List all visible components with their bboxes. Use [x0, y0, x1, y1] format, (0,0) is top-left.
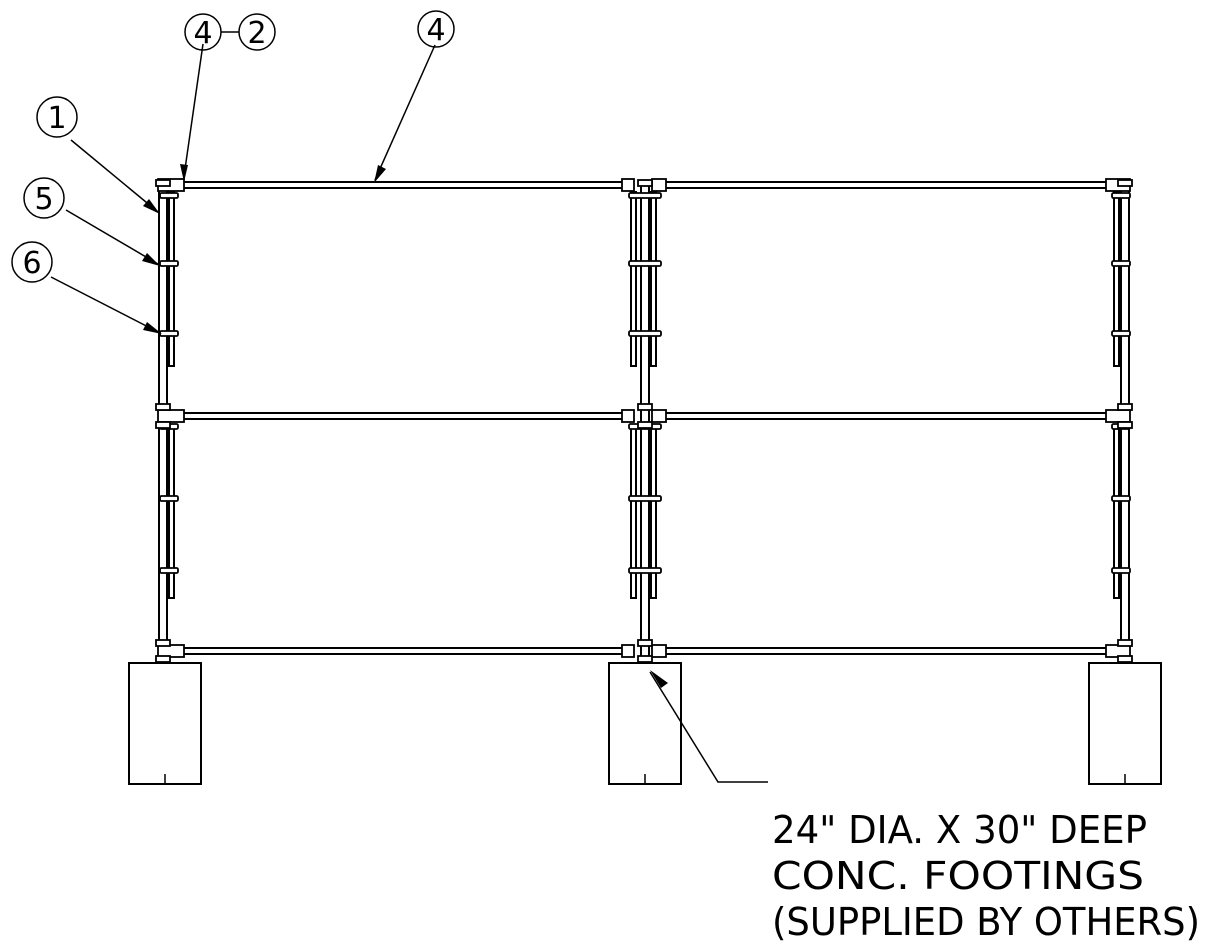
post-collar: [637, 179, 653, 187]
rail-top-right: [657, 181, 1118, 189]
bar-clamp: [1111, 260, 1131, 267]
rail-fitting: [651, 178, 667, 192]
arrowhead: [180, 164, 188, 182]
rail-fitting: [621, 644, 635, 658]
note-line-2: CONC. FOOTINGS: [772, 854, 1144, 898]
bar-clamp: [628, 330, 662, 337]
bar-clamp: [159, 495, 179, 502]
bar-clamp: [628, 192, 662, 199]
rail-fitting: [621, 409, 635, 423]
balloon-6-label: 6: [22, 246, 41, 281]
bar-clamp: [1111, 567, 1131, 574]
rail-bottom-left: [171, 647, 632, 655]
leaders: [50, 43, 768, 783]
bar-clamp: [1111, 330, 1131, 337]
rail-fitting: [651, 644, 667, 658]
bar-clamp: [159, 330, 179, 337]
balloon-1-label: 1: [47, 101, 66, 136]
balloon-4-left-label: 4: [193, 16, 212, 51]
post-collar: [1117, 179, 1133, 187]
balloon-4-top-rail-label: 4: [426, 13, 445, 48]
footing-left: [128, 662, 202, 785]
bar-clamp: [628, 567, 662, 574]
post-collar: [155, 639, 171, 647]
footings: [128, 662, 1162, 785]
arrowhead: [650, 670, 668, 688]
balloon-4-top-rail: 4: [417, 10, 455, 48]
post-collar: [155, 421, 171, 429]
footing-right: [1088, 662, 1162, 785]
rail-fitting: [651, 409, 667, 423]
balloons: 4 2 4 1 5 6: [11, 10, 455, 283]
balloon-6: 6: [11, 241, 53, 283]
post-collar: [1117, 655, 1133, 663]
note-line-1: 24" DIA. X 30" DEEP: [772, 808, 1147, 852]
infill-bar: [630, 191, 637, 367]
rail-top-left: [171, 181, 632, 189]
post-collar: [637, 403, 653, 411]
rail-bottom-right: [657, 647, 1118, 655]
rail-fitting: [621, 178, 635, 192]
infill-bar: [168, 191, 175, 367]
balloon-4-left: 4: [184, 13, 222, 51]
post-collar: [637, 421, 653, 429]
bar-clamp: [1111, 495, 1131, 502]
bar-clamp: [1111, 192, 1131, 199]
bar-clamp: [159, 567, 179, 574]
post-collar: [155, 179, 171, 187]
note-line-3: (SUPPLIED BY OTHERS): [772, 900, 1200, 944]
arrowhead: [143, 199, 160, 214]
bar-clamp: [628, 495, 662, 502]
arrowhead: [142, 253, 160, 266]
rail-fitting: [157, 409, 185, 423]
infill-bar: [1113, 191, 1120, 367]
post-collar: [1117, 403, 1133, 411]
balloon-5-label: 5: [34, 182, 53, 217]
balloon-2-label: 2: [247, 16, 266, 51]
post-collar: [155, 655, 171, 663]
post-collar: [637, 639, 653, 647]
post-collar: [1117, 421, 1133, 429]
post-collar: [1117, 639, 1133, 647]
rail-mid-right: [657, 412, 1118, 420]
arrowhead: [143, 322, 162, 334]
footing-note: 24" DIA. X 30" DEEP CONC. FOOTINGS (SUPP…: [772, 808, 1200, 944]
post-collar: [637, 655, 653, 663]
balloon-5: 5: [23, 177, 65, 219]
bar-clamp: [159, 192, 179, 199]
arrowhead: [374, 165, 386, 183]
rail-mid-left: [171, 412, 632, 420]
rail-fitting: [157, 644, 185, 658]
bar-clamp: [159, 260, 179, 267]
footing-center: [608, 662, 682, 785]
balloon-1: 1: [36, 96, 78, 138]
bar-clamp: [628, 260, 662, 267]
rail-fitting: [1105, 409, 1131, 423]
post-collar: [155, 403, 171, 411]
infill-bar: [650, 191, 657, 367]
fittings: [155, 178, 1133, 663]
balloon-2: 2: [238, 13, 276, 51]
infill-bars: [168, 191, 1120, 599]
